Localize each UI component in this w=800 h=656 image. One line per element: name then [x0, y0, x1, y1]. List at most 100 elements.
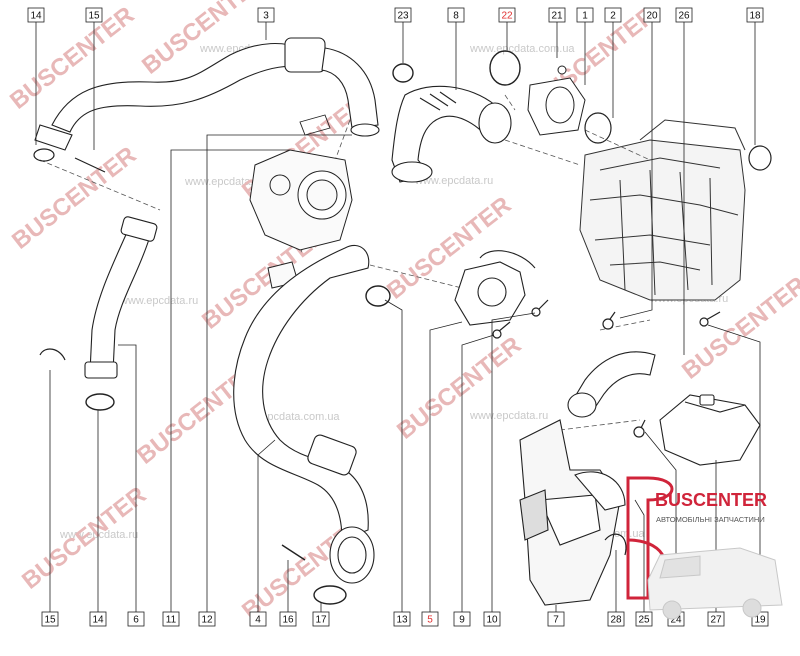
clamp-13	[365, 285, 391, 307]
callout-frame	[421, 611, 439, 627]
callout-frame	[675, 7, 693, 23]
callout-box: 13	[393, 611, 411, 627]
callout-box: 2	[604, 7, 622, 23]
duct-26	[567, 351, 656, 418]
callout-frame	[41, 611, 59, 627]
callout-number: 26	[678, 11, 690, 22]
engine-block-outline	[579, 119, 746, 301]
clip-15b	[39, 348, 66, 361]
watermark-text: www.epcdata.ru	[414, 175, 493, 187]
callout-box: 5	[421, 611, 439, 627]
callout-box: 8	[447, 7, 465, 23]
callout-number: 8	[453, 11, 459, 22]
logo-mark	[626, 476, 674, 600]
callout-number: 14	[92, 615, 104, 626]
callout-box: 7	[547, 611, 565, 627]
callout-number: 22	[501, 11, 513, 22]
air-box-7	[519, 419, 626, 606]
logo-title: BUSCENTER	[655, 490, 767, 510]
callout-box: 14	[27, 7, 45, 23]
callout-box: 9	[453, 611, 471, 627]
callout-box: 3	[257, 7, 275, 23]
clamp-23	[392, 63, 414, 83]
resonator-27	[659, 394, 761, 466]
callout-number: 1	[582, 11, 588, 22]
watermark-text: www.epcdata.ru	[119, 295, 198, 307]
callout-box: 25	[635, 611, 653, 627]
callout-box: 27	[707, 611, 725, 627]
callout-number: 27	[710, 615, 722, 626]
callout-number: 23	[397, 11, 409, 22]
callout-number: 20	[646, 11, 658, 22]
callout-number: 19	[754, 615, 766, 626]
callout-box: 10	[483, 611, 501, 627]
callout-number: 7	[553, 615, 559, 626]
valve-5	[454, 250, 536, 326]
callout-frame	[643, 7, 661, 23]
callout-frame	[85, 7, 103, 23]
bolts	[492, 299, 721, 438]
callout-frame	[707, 611, 725, 627]
callout-number: 10	[486, 615, 498, 626]
callout-box: 22	[498, 7, 516, 23]
callout-frame	[447, 7, 465, 23]
callout-box: 12	[198, 611, 216, 627]
callout-number: 15	[88, 11, 100, 22]
watermark-text: BUSCENTER	[7, 142, 141, 255]
callout-box: 16	[279, 611, 297, 627]
watermark-text: www.epcdata.ru	[469, 410, 548, 422]
seal-12	[299, 114, 331, 136]
callout-frame	[483, 611, 501, 627]
callout-frame	[198, 611, 216, 627]
pin-16	[281, 544, 306, 561]
callout-box: 23	[394, 7, 412, 23]
callout-number: 17	[315, 615, 327, 626]
callout-number: 11	[166, 615, 177, 626]
callout-frame	[312, 611, 330, 627]
callout-number: 4	[255, 615, 261, 626]
callout-box: 15	[41, 611, 59, 627]
callout-number: 6	[133, 615, 139, 626]
logo-van-illustration	[647, 547, 783, 620]
throttle-body	[249, 149, 353, 289]
callout-box: 20	[643, 7, 661, 23]
callout-frame	[635, 611, 653, 627]
callout-frame	[607, 611, 625, 627]
callout-frame	[89, 611, 107, 627]
clamp-22	[489, 50, 521, 86]
callout-box: 17	[312, 611, 330, 627]
pin-15	[74, 157, 106, 173]
callout-frame	[257, 7, 275, 23]
callout-frame	[576, 7, 594, 23]
callout-number: 24	[670, 615, 682, 626]
callout-number: 12	[201, 615, 213, 626]
callout-box: 15	[85, 7, 103, 23]
callout-frame	[27, 7, 45, 23]
callout-frame	[279, 611, 297, 627]
o-ring-14b	[85, 393, 115, 411]
callout-number: 2	[610, 11, 616, 22]
callout-number: 16	[282, 615, 294, 626]
callout-box: 4	[249, 611, 267, 627]
watermark-text: BUSCENTER	[392, 332, 526, 445]
clip-28	[604, 533, 627, 556]
callout-box: 1	[576, 7, 594, 23]
callout-box: 14	[89, 611, 107, 627]
callout-frame	[604, 7, 622, 23]
clamp-17	[313, 585, 347, 605]
o-ring-2	[584, 112, 612, 144]
watermark-text: www.epcdata.com.ua	[469, 43, 575, 55]
callout-frame	[498, 7, 516, 23]
callout-frame	[127, 611, 145, 627]
callout-number: 15	[44, 615, 56, 626]
callout-box: 18	[746, 7, 764, 23]
duct-8	[391, 85, 512, 183]
callout-box: 6	[127, 611, 145, 627]
callout-frame	[162, 611, 180, 627]
callout-box: 11	[162, 611, 180, 627]
callout-number: 3	[263, 11, 269, 22]
callout-box: 28	[607, 611, 625, 627]
